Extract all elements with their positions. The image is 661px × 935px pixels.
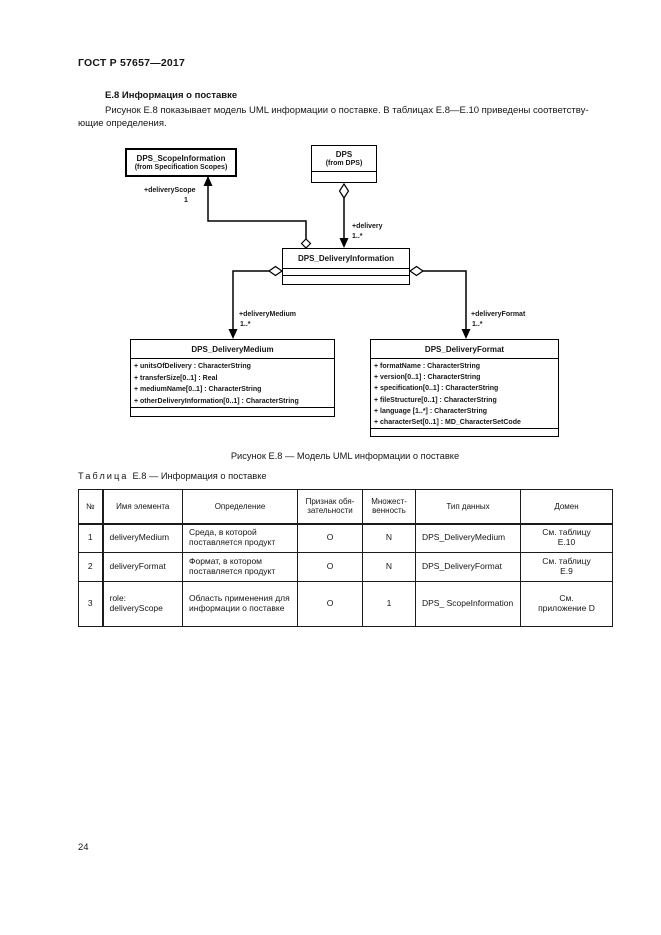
attributes-compartment: + unitsOfDelivery : CharacterString + tr… [131, 358, 334, 407]
column-header-definition: Определение [182, 489, 298, 525]
cell-element-name: deliveryMedium [102, 523, 183, 553]
cell-data-type: DPS_DeliveryFormat [415, 552, 521, 582]
multiplicity-delivery-scope: 1 [184, 197, 188, 204]
table-header-row: № Имя элемента Определение Признак обя-з… [78, 489, 613, 525]
cell-multiplicity: N [362, 523, 416, 553]
class-package: (from DPS) [325, 159, 363, 167]
cell-domain: См. таблицу Е.10 [520, 523, 613, 553]
class-name: DPS_DeliveryMedium [191, 344, 274, 354]
class-attribute: + unitsOfDelivery : CharacterString [134, 363, 251, 370]
delivery-format-aggregation-diamond [408, 265, 425, 277]
column-header-number: № [78, 489, 104, 525]
cell-element-name: role: deliveryScope [102, 581, 183, 627]
multiplicity-delivery-medium: 1..* [240, 321, 251, 328]
class-name: DPS_ScopeInformation [136, 153, 226, 163]
definitions-table: № Имя элемента Определение Признак обя-з… [78, 489, 613, 627]
association-lines [203, 176, 471, 339]
delivery-medium-arrowhead [228, 329, 238, 339]
cell-number: 1 [78, 523, 104, 553]
class-attribute: + otherDeliveryInformation[0..1] : Chara… [134, 397, 299, 405]
column-header-multiplicity: Множест-венность [362, 489, 416, 525]
table-row: 2 deliveryFormat Формат, в котором поста… [78, 552, 613, 582]
multiplicity-delivery: 1..* [352, 233, 363, 240]
delivery-format-line [422, 270, 467, 337]
empty-compartment [283, 275, 409, 283]
cell-definition: Область применения для информации о пост… [182, 581, 298, 627]
empty-compartment [283, 268, 409, 275]
class-name: DPS_DeliveryInformation [297, 254, 395, 263]
cell-domain: См. таблицу Е.9 [520, 552, 613, 582]
class-title-area: DPS_DeliveryFormat [371, 340, 558, 358]
cell-element-name: deliveryFormat [102, 552, 183, 582]
class-box-delivery-format: DPS_DeliveryFormat + formatName : Charac… [370, 339, 559, 437]
class-package: (from Specification Scopes) [134, 163, 228, 171]
delivery-arrowhead [339, 238, 349, 248]
empty-compartment [312, 171, 376, 181]
empty-compartment [371, 428, 558, 435]
column-header-domain: Домен [520, 489, 613, 525]
class-box-dps: DPS (from DPS) [311, 145, 377, 183]
uml-diagram: DPS_ScopeInformation (from Specification… [0, 140, 661, 450]
class-box-delivery-medium: DPS_DeliveryMedium + unitsOfDelivery : C… [130, 339, 335, 417]
role-label-delivery-medium: +deliveryMedium [239, 311, 296, 318]
figure-caption: Рисунок Е.8 — Модель UML информации о по… [230, 451, 460, 461]
document-header: ГОСТ Р 57657—2017 [78, 57, 186, 69]
multiplicity-delivery-format: 1..* [472, 321, 483, 328]
class-title-area: DPS_DeliveryInformation [283, 249, 409, 268]
table-row: 1 deliveryMedium Среда, в которой постав… [78, 523, 613, 553]
page-number: 24 [78, 842, 89, 853]
role-label-delivery: +delivery [352, 223, 383, 230]
paragraph-line-1: Рисунок Е.8 показывает модель UML информ… [105, 105, 589, 116]
delivery-medium-line [232, 270, 270, 337]
cell-data-type: DPS_DeliveryMedium [415, 523, 521, 553]
cell-definition: Формат, в котором поставляется продукт [182, 552, 298, 582]
class-attribute: + characterSet[0..1] : MD_CharacterSetCo… [374, 419, 521, 427]
class-box-scope-information: DPS_ScopeInformation (from Specification… [125, 148, 237, 177]
cell-obligation: О [297, 552, 363, 582]
role-label-delivery-format: +deliveryFormat [471, 311, 526, 318]
column-header-obligation: Признак обя-зательности [297, 489, 363, 525]
cell-number: 3 [78, 581, 104, 627]
delivery-format-arrowhead [461, 329, 471, 339]
cell-domain: См. приложение D [520, 581, 613, 627]
delivery-scope-line [207, 177, 307, 239]
class-attribute: + specification[0..1] : CharacterString [374, 385, 499, 393]
class-attribute: + mediumName[0..1] : CharacterString [134, 386, 262, 393]
delivery-scope-arrowhead [203, 176, 213, 186]
delivery-medium-aggregation-diamond [267, 265, 284, 277]
class-name: DPS [335, 149, 353, 159]
table-title-label: Таблица [78, 471, 129, 481]
column-header-element-name: Имя элемента [102, 489, 183, 525]
paragraph-line-2: ющие определения. [78, 118, 167, 129]
delivery-aggregation-diamond [338, 182, 350, 200]
cell-data-type: DPS_ ScopeInformation [415, 581, 521, 627]
class-attribute: + formatName : CharacterString [374, 363, 481, 370]
attributes-compartment: + formatName : CharacterString + version… [371, 358, 558, 428]
cell-obligation: О [297, 581, 363, 627]
class-attribute: + transferSize[0..1] : Real [134, 374, 218, 382]
class-title-area: DPS_DeliveryMedium [131, 340, 334, 358]
table-row: 3 role: deliveryScope Область применения… [78, 581, 613, 627]
delivery-scope-aggregation-diamond [300, 238, 312, 249]
table-title-text: Е.8 — Информация о поставке [132, 471, 267, 481]
class-attribute: + fileStructure[0..1] : CharacterString [374, 396, 497, 404]
class-title-area: DPS (from DPS) [312, 146, 376, 171]
section-heading: Е.8 Информация о поставке [105, 90, 238, 101]
cell-number: 2 [78, 552, 104, 582]
cell-obligation: О [297, 523, 363, 553]
class-box-delivery-information: DPS_DeliveryInformation [282, 248, 410, 285]
cell-multiplicity: N [362, 552, 416, 582]
cell-definition: Среда, в которой поставляется продукт [182, 523, 298, 553]
class-title-area: DPS_ScopeInformation (from Specification… [127, 150, 235, 175]
class-attribute: + language [1..*] : CharacterString [374, 407, 487, 415]
class-name: DPS_DeliveryFormat [424, 344, 505, 354]
class-attribute: + version[0..1] : CharacterString [374, 374, 481, 382]
cell-multiplicity: 1 [362, 581, 416, 627]
role-label-delivery-scope: +deliveryScope [144, 187, 196, 194]
empty-compartment [131, 407, 334, 415]
column-header-data-type: Тип данных [415, 489, 521, 525]
